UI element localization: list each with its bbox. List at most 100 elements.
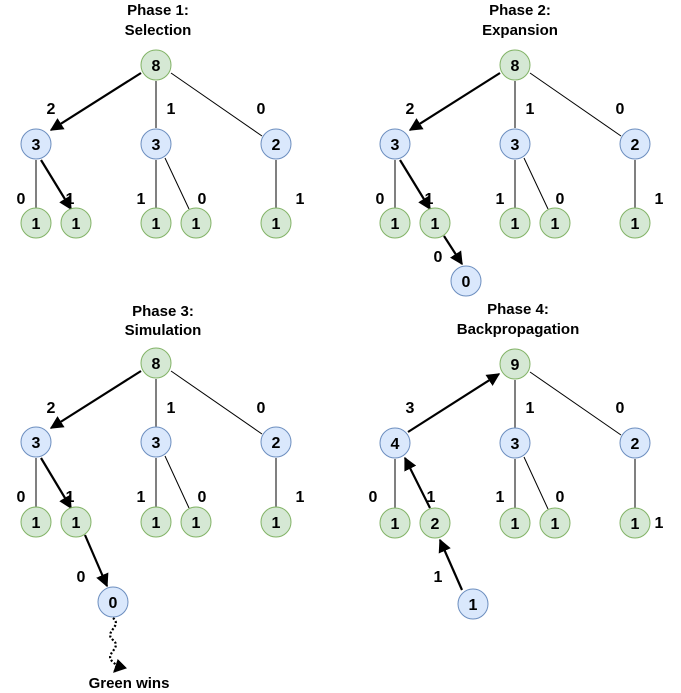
node-value: 0 (462, 274, 471, 291)
node-value: 1 (551, 516, 560, 533)
node-value: 2 (631, 137, 640, 154)
node-value: 3 (511, 436, 520, 453)
edge-label: 0 (556, 489, 565, 506)
edge-label: 1 (66, 489, 75, 506)
edge-backprop-leaf-left (404, 456, 431, 509)
edge-label: 0 (616, 101, 625, 118)
node-value: 1 (32, 515, 41, 532)
edge-label: 0 (616, 400, 625, 417)
node-value: 8 (152, 58, 161, 75)
tree-node (60, 207, 92, 239)
phase-3-title-line2: Simulation (125, 322, 202, 339)
phase-1-title-line1: Phase 1: (127, 2, 189, 19)
tree-node (260, 426, 292, 458)
phase-2-title-line1: Phase 2: (489, 2, 551, 19)
tree-node (379, 507, 411, 539)
node-value: 8 (152, 356, 161, 373)
phase-4-title-line2: Backpropagation (457, 321, 580, 338)
edge-label: 2 (406, 101, 415, 118)
tree-node (140, 128, 172, 160)
node-value: 1 (391, 216, 400, 233)
tree-node (619, 128, 651, 160)
edge-left-leaf2 (399, 159, 431, 211)
edge-label: 1 (496, 191, 505, 208)
edge-left-leaf2 (40, 159, 72, 211)
edge-label: 1 (296, 489, 305, 506)
node-value: 3 (152, 137, 161, 154)
node-value: 1 (631, 216, 640, 233)
tree-node-root (499, 348, 531, 380)
edge-to-new-node (83, 534, 109, 588)
edge-label: 1 (655, 191, 664, 208)
tree-node-expanded (450, 265, 482, 297)
edge-label: 1 (526, 400, 535, 417)
edge-mid-leaf2 (523, 157, 549, 210)
node-value: 3 (511, 137, 520, 154)
tree-node (20, 207, 52, 239)
tree-node-root (140, 347, 172, 379)
node-value: 1 (72, 216, 81, 233)
edge-backprop-left-root (407, 373, 501, 433)
tree-node (180, 207, 212, 239)
edge-root-left (408, 72, 501, 131)
edge-mid-leaf2 (523, 456, 549, 510)
edge-label: 0 (434, 249, 443, 266)
node-value: 1 (511, 516, 520, 533)
edge-label: 1 (434, 569, 443, 586)
edge-label: 3 (406, 400, 415, 417)
phase-2-expansion: Phase 2: Expansion 2 1 0 0 1 1 0 1 0 8 3… (376, 2, 664, 297)
edge-label: 0 (17, 489, 26, 506)
tree-node (60, 506, 92, 538)
edge-label: 1 (526, 101, 535, 118)
edge-label: 1 (167, 400, 176, 417)
tree-node (20, 128, 52, 160)
edge-root-right (170, 72, 263, 137)
tree-node-root (499, 49, 531, 81)
node-value: 3 (32, 137, 41, 154)
phase-1-title-line2: Selection (125, 22, 192, 39)
node-value: 3 (391, 137, 400, 154)
node-value: 1 (272, 216, 281, 233)
node-value: 1 (72, 515, 81, 532)
edge-label: 1 (496, 489, 505, 506)
tree-node (379, 427, 411, 459)
edge-label: 1 (66, 191, 75, 208)
edge-label: 0 (77, 569, 86, 586)
tree-node (619, 207, 651, 239)
edge-label: 1 (655, 515, 664, 532)
node-value: 1 (631, 516, 640, 533)
node-value: 3 (32, 435, 41, 452)
node-value: 1 (551, 216, 560, 233)
tree-node (619, 427, 651, 459)
tree-node (140, 207, 172, 239)
edge-label: 0 (369, 489, 378, 506)
edge-label: 1 (427, 489, 436, 506)
edge-root-right (529, 72, 622, 137)
rollout-wavy-arrow (109, 617, 128, 673)
tree-node (180, 506, 212, 538)
node-value: 1 (152, 515, 161, 532)
tree-node (20, 506, 52, 538)
node-value: 2 (431, 516, 440, 533)
node-value: 3 (152, 435, 161, 452)
tree-node (260, 207, 292, 239)
tree-node (539, 207, 571, 239)
edge-label: 1 (296, 191, 305, 208)
node-value: 4 (391, 436, 400, 453)
edge-root-right (170, 370, 263, 435)
node-value: 8 (511, 58, 520, 75)
edge-mid-leaf2 (164, 455, 190, 509)
edge-label: 2 (47, 400, 56, 417)
node-value: 2 (272, 137, 281, 154)
tree-node (419, 207, 451, 239)
node-value: 1 (469, 597, 478, 614)
edge-left-leaf2 (40, 457, 72, 510)
phase-4-backpropagation: Phase 4: Backpropagation 3 1 0 0 1 1 0 1… (369, 301, 664, 620)
tree-node (379, 207, 411, 239)
tree-node (419, 507, 451, 539)
node-value: 1 (272, 515, 281, 532)
phase-3-title-line1: Phase 3: (132, 303, 194, 320)
edge-root-left (49, 370, 142, 429)
edge-label: 0 (257, 101, 266, 118)
